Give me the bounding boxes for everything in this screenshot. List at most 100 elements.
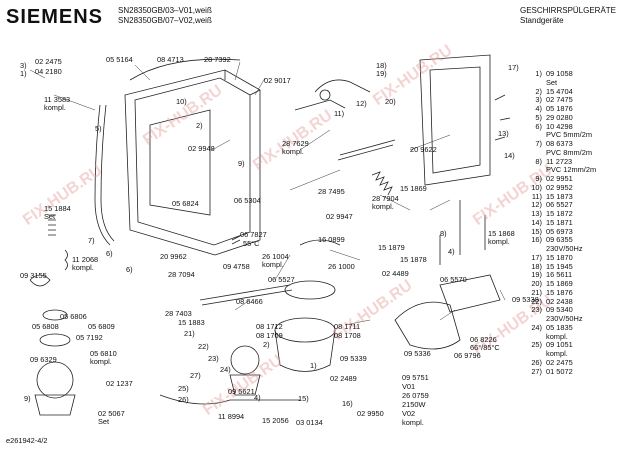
parts-list-row: 1)09 1058 [522,70,634,79]
parts-list-value: 05 1876 [546,104,573,113]
parts-list-value: kompl. [546,331,568,341]
parts-list-number: 21) [531,287,542,297]
parts-list-value: 15 1871 [546,217,573,227]
part-label: 26 1004 [262,252,289,261]
parts-list-row: 11)15 1873 [522,191,634,202]
part-label: 08 4713 [157,55,184,64]
part-label: 05 6808 [32,322,59,331]
part-label: kompl. [488,237,510,246]
part-label: 20 9622 [410,145,437,154]
parts-list-row: 6) 10 4298 [522,121,634,132]
part-label: 02 5067 [98,409,125,418]
part-label: 16 0899 [318,235,345,244]
part-label: 02 9950 [357,409,384,418]
parts-list-value: 10 4298 [546,121,573,131]
parts-list-number: 19) [531,270,542,280]
parts-list-number: 24) [531,322,542,332]
parts-list-row: 19) 16 5611 [522,271,634,280]
part-label: 15 1879 [378,243,405,252]
parts-list-row: 14)15 1871 [522,217,634,228]
parts-list-value: PVC 5mm/2m [546,130,592,140]
model-line-2: SN28350GB/07–V02,weiß [118,16,212,25]
part-label: 66°/85°C [470,343,500,352]
parts-list-value: 11 2723 [546,156,573,166]
parts-list-row: 4)05 1876 [522,105,634,114]
callout-number: 1) [310,361,317,370]
parts-list-row: 2)15 4704 [522,87,634,97]
parts-list-value: Set [546,77,558,87]
part-label: 26 1000 [328,262,355,271]
parts-list-value: 02 9951 [546,174,573,183]
document-id: e261942-4/2 [6,436,48,445]
parts-list-row: 26)02 2475 [522,358,634,368]
part-label: 02 2489 [330,374,357,383]
callout-number: 11) [334,109,345,118]
parts-list-number: 7) [535,139,542,148]
callout-number: 17) [508,63,519,72]
parts-list-row: kompl. [522,350,634,359]
part-label: 02 9947 [326,212,353,221]
callout-number: 26) [178,395,189,404]
part-label: V01 [402,382,416,391]
callout-number: 4) [254,393,261,402]
callout-number: 23) [208,354,219,363]
parts-list-row: 12) 06 5527 [522,201,634,210]
parts-list-number: 3) [535,95,542,105]
parts-list-number: 8) [535,156,542,166]
parts-list-row: PVC 12mm/2m [522,166,634,175]
part-label: 05 6810 [90,349,117,358]
part-label: 05 5164 [106,55,133,64]
parts-list-number: 17) [531,252,542,262]
part-label: Set [98,417,110,426]
parts-list-value: 16 5611 [546,270,573,280]
part-label: 05 6806 [60,312,87,321]
part-label: 08 1708 [334,331,361,340]
part-label: 20 9962 [160,252,187,261]
parts-list-row: 27)01 5072 [522,367,634,377]
parts-list-row: 230V/50Hz [522,315,634,324]
part-label: 08 1712 [256,322,283,331]
parts-list-row: 230V/50Hz [522,245,634,254]
part-label: 04 2180 [35,67,62,76]
parts-list-value: 06 5527 [546,200,573,210]
part-label: 06 7827 [240,230,267,239]
part-label: 09 3155 [20,271,47,280]
part-label: 06 9796 [454,351,481,360]
parts-list-value: 15 1872 [546,209,573,218]
callout-number: 18) [376,61,387,70]
part-label: 28 7629 [282,139,309,148]
parts-list-number: 12) [531,200,542,210]
callout-number: 14) [504,151,515,160]
parts-list-value: 02 2438 [546,296,573,306]
parts-list-number: 20) [531,279,542,288]
part-label: 05 7192 [76,333,103,342]
title-line-1: GESCHIRRSPÜLGERÄTE [520,6,617,15]
part-label: kompl. [90,357,112,366]
callout-number: 24) [220,365,231,374]
part-label: kompl. [282,147,304,156]
parts-list-number: 11) [531,191,542,201]
part-label: Set [44,212,56,221]
parts-list-row: Set [522,77,634,88]
parts-list-row: 18)15 1945 [522,262,634,272]
parts-list-number: 13) [531,209,542,218]
part-label: 55°C [243,239,260,248]
part-label: 02 4489 [382,269,409,278]
parts-list-value: 09 6355 [546,235,573,245]
callout-number: 2) [263,340,270,349]
part-label: 05 6824 [172,199,199,208]
parts-list-row: 15)05 6973 [522,227,634,237]
part-label: 15 1869 [400,184,427,193]
part-label: V02 [402,409,416,418]
parts-list-value: 08 6373 [546,139,573,148]
part-label: 15 1878 [400,255,427,264]
parts-list-number: 6) [535,121,542,131]
callout-number: 16) [342,399,353,408]
parts-list-number: 16) [531,235,542,245]
part-label: 11 2068 [72,255,99,264]
parts-list-value: 29 0280 [546,112,573,122]
part-label: 02 9017 [264,76,291,85]
part-label: 08 6466 [236,297,263,306]
